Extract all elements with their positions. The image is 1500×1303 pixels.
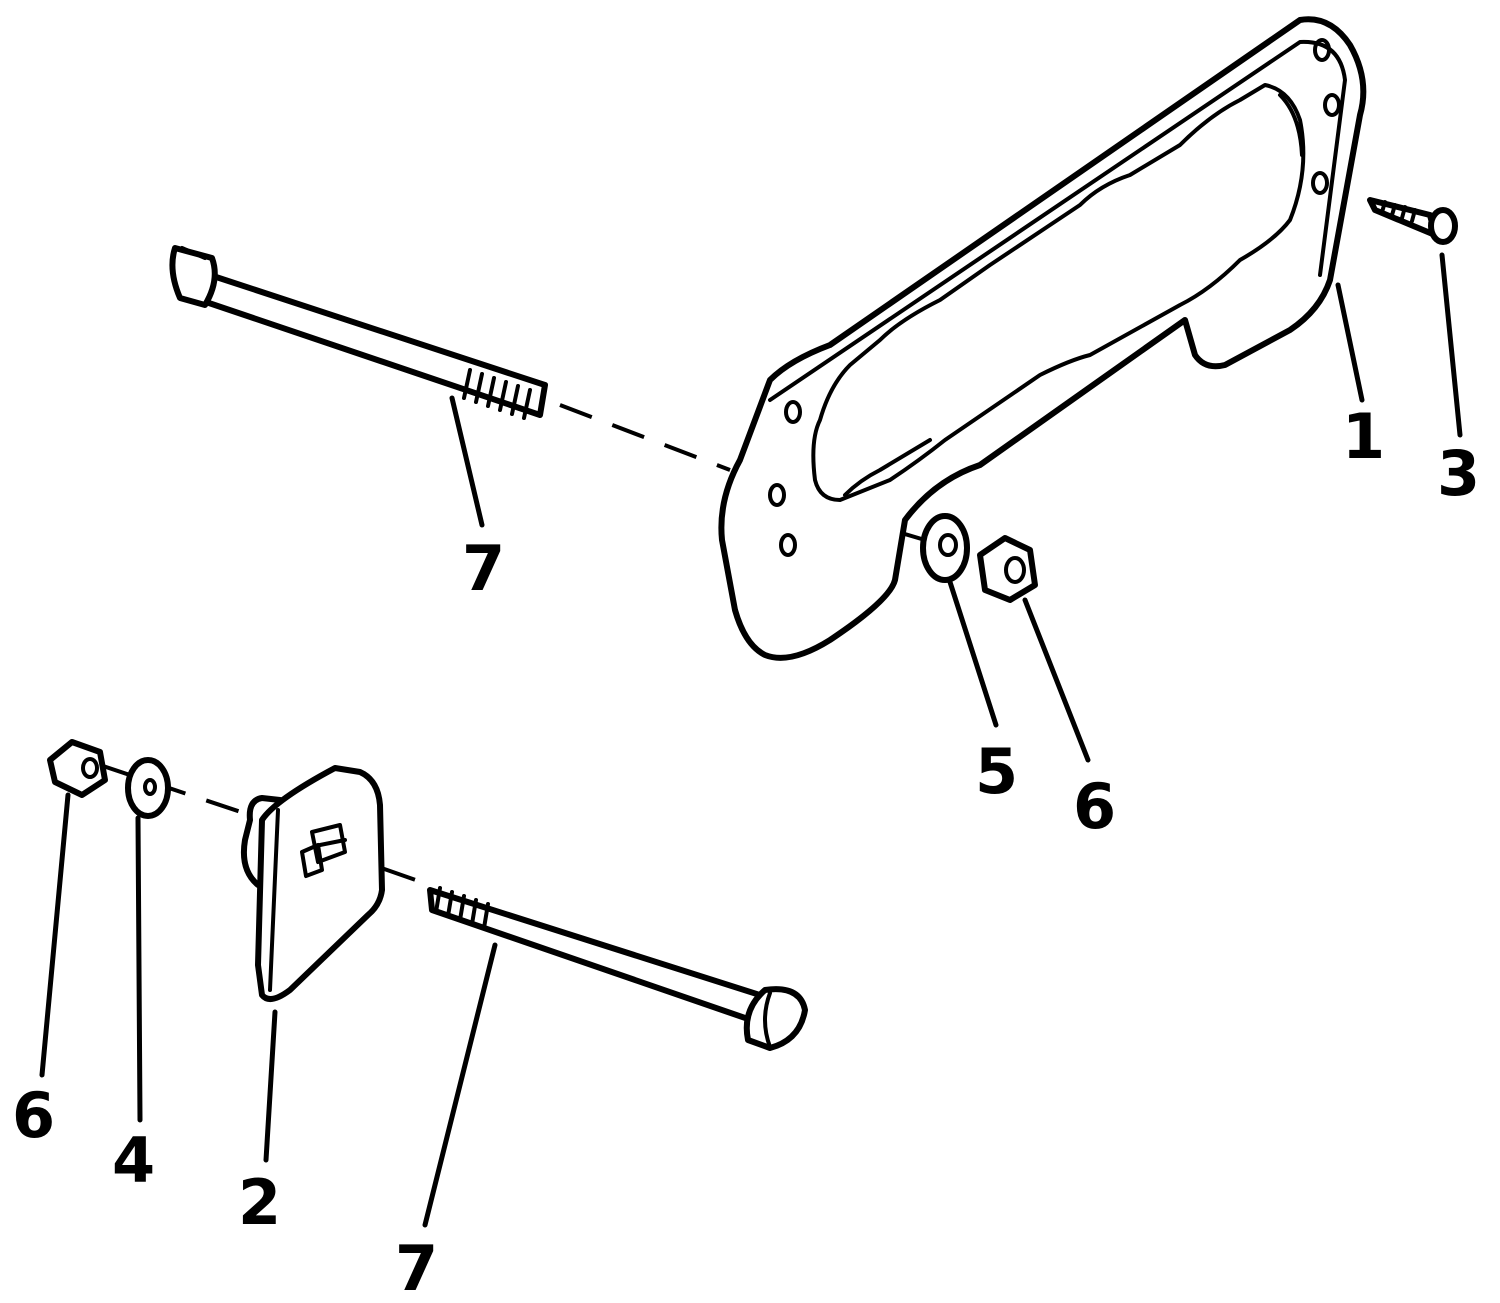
bracket — [718, 16, 1367, 661]
callout-7-lower: 7 — [395, 1232, 438, 1303]
nut-lower — [47, 739, 108, 798]
callout-6-lower: 6 — [12, 1079, 55, 1152]
callout-6-upper: 6 — [1073, 770, 1116, 843]
washer-small — [125, 757, 171, 819]
callout-3: 3 — [1437, 437, 1480, 510]
bolt-upper — [169, 245, 548, 420]
leader-lines — [39, 252, 1463, 1228]
plate — [240, 765, 385, 1002]
screw — [1367, 197, 1458, 245]
callout-2: 2 — [238, 1166, 281, 1239]
callout-7-upper: 7 — [462, 532, 505, 605]
callout-1: 1 — [1342, 400, 1385, 473]
callout-5: 5 — [975, 735, 1018, 808]
callout-4: 4 — [112, 1124, 155, 1197]
bolt-lower — [427, 886, 808, 1051]
nut-upper — [977, 535, 1038, 603]
washer-large — [920, 513, 970, 583]
